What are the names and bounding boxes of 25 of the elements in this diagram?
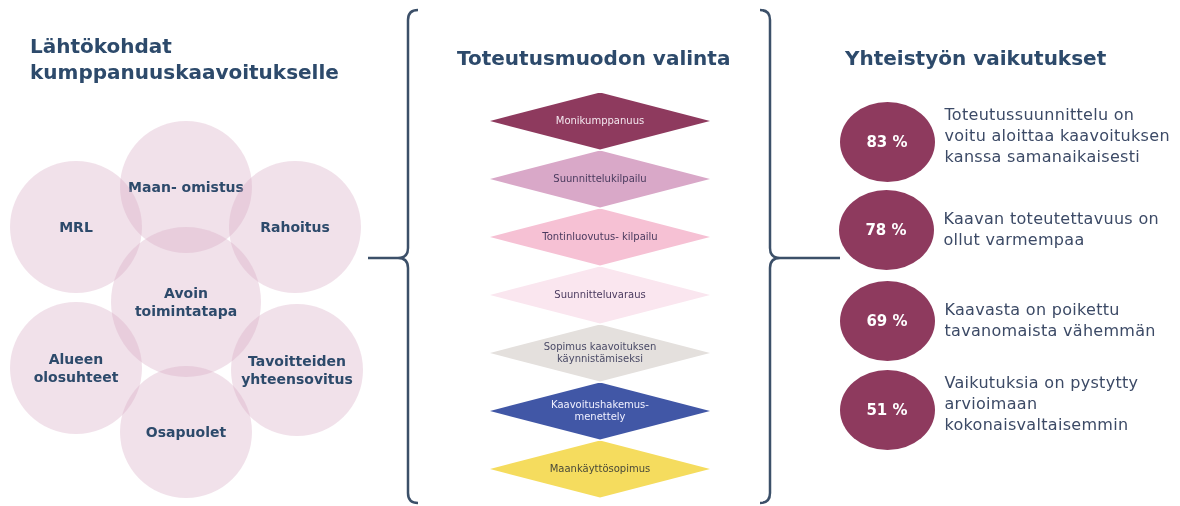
diamond-label: Sopimus kaavoituksen käynnistämiseksi [542,341,658,365]
diamond-label: Tontinluovutus- kilpailu [542,231,658,243]
circle-label: Rahoitus [260,218,330,236]
circle-label: Maan- omistus [128,178,244,196]
effect-description: Kaavasta on poikettu tavanomaista vähemmän [944,299,1157,341]
percent-value: 69 % [866,312,908,330]
section-heading: Yhteistyön vaikutukset [845,45,1108,71]
diamond-label: Monikumppanuus [555,115,645,127]
percent-value: 78 % [865,221,907,239]
effect-description: Toteutussuunnittelu on voitu aloittaa kaavoituksen kanssa samanaikaisesti [944,104,1171,167]
section-heading: Lähtökohdat kumppanuuskaavoitukselle [30,33,340,85]
circle-label: Tavoitteiden yhteensovitus [240,352,354,388]
circle-label: Avoin toimintatapa [133,284,239,320]
percent-value: 51 % [866,401,908,419]
effect-description: Kaavan toteutettavuus on ollut varmempaa [943,208,1160,250]
effect-description: Vaikutuksia on pystytty arvioimaan kokonaisvaltaisemmin [944,372,1140,435]
circle-label: Osapuolet [145,423,227,441]
circle-label: Alueen olosuhteet [32,350,120,386]
diamond-label: Kaavoitushakemus- menettely [550,399,650,423]
percent-value: 83 % [866,133,908,151]
section-heading: Toteutusmuodon valinta [457,45,732,71]
diamond-label: Suunnitteluvaraus [554,289,646,301]
circle-label: MRL [59,218,93,236]
diamond-label: Maankäyttösopimus [549,463,651,475]
diamond-label: Suunnittelukilpailu [553,173,647,185]
